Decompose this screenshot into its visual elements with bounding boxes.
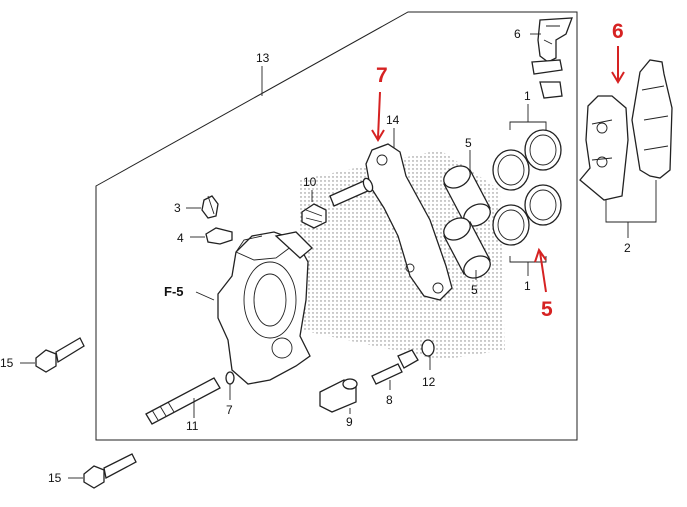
callout-5-upper: 5 [465, 136, 472, 150]
callout-9: 9 [346, 415, 353, 429]
red-annotation-6: 6 [612, 20, 624, 43]
bracket-2 [605, 180, 657, 223]
piston-lower [443, 217, 491, 279]
callout-2: 2 [624, 241, 631, 255]
brake-pad-front [579, 95, 629, 201]
callout-10: 10 [303, 175, 317, 189]
callout-15-lower: 15 [48, 471, 62, 485]
callout-15-upper: 15 [0, 356, 14, 370]
bracket-1-top [509, 121, 547, 130]
washer-7 [225, 371, 235, 385]
bleed-screw [201, 195, 219, 219]
brake-pad-rear [631, 59, 673, 179]
callout-11: 11 [186, 419, 199, 433]
red-annotation-7: 7 [376, 64, 388, 87]
callout-7: 7 [226, 403, 233, 417]
washer-12 [421, 339, 435, 357]
assembly-outline [95, 11, 578, 441]
callout-14: 14 [386, 113, 400, 127]
red-arrow-5 [534, 247, 547, 293]
caliper-body [217, 231, 313, 385]
callout-4: 4 [177, 231, 184, 245]
red-arrow-6 [611, 46, 625, 84]
pin-boot [301, 203, 327, 229]
callout-1-bottom: 1 [524, 279, 531, 293]
callout-12: 12 [422, 375, 436, 389]
pin-bolt-9 [319, 378, 358, 413]
callout-8: 8 [386, 393, 393, 407]
callout-5-lower: 5 [471, 283, 478, 297]
red-annotation-5: 5 [541, 298, 553, 321]
piston-upper [443, 165, 491, 227]
callout-13: 13 [256, 51, 270, 65]
leader-f5 [195, 291, 215, 301]
caliper-bracket [365, 143, 453, 301]
callout-3: 3 [174, 201, 181, 215]
caliper-slide-pin [145, 377, 221, 425]
callout-1-top: 1 [524, 89, 531, 103]
reference-f5: F-5 [164, 284, 184, 299]
pin-bolt-8 [371, 349, 419, 385]
mounting-bolt-lower [83, 453, 137, 489]
mounting-bolt-upper [35, 337, 85, 373]
pad-spring-clip [530, 17, 573, 99]
bracket-slide-pin [329, 177, 374, 207]
piston-seal-group [492, 129, 562, 246]
callout-6: 6 [514, 27, 521, 41]
red-arrow-7 [371, 91, 385, 142]
bleed-screw-cap [205, 227, 233, 245]
